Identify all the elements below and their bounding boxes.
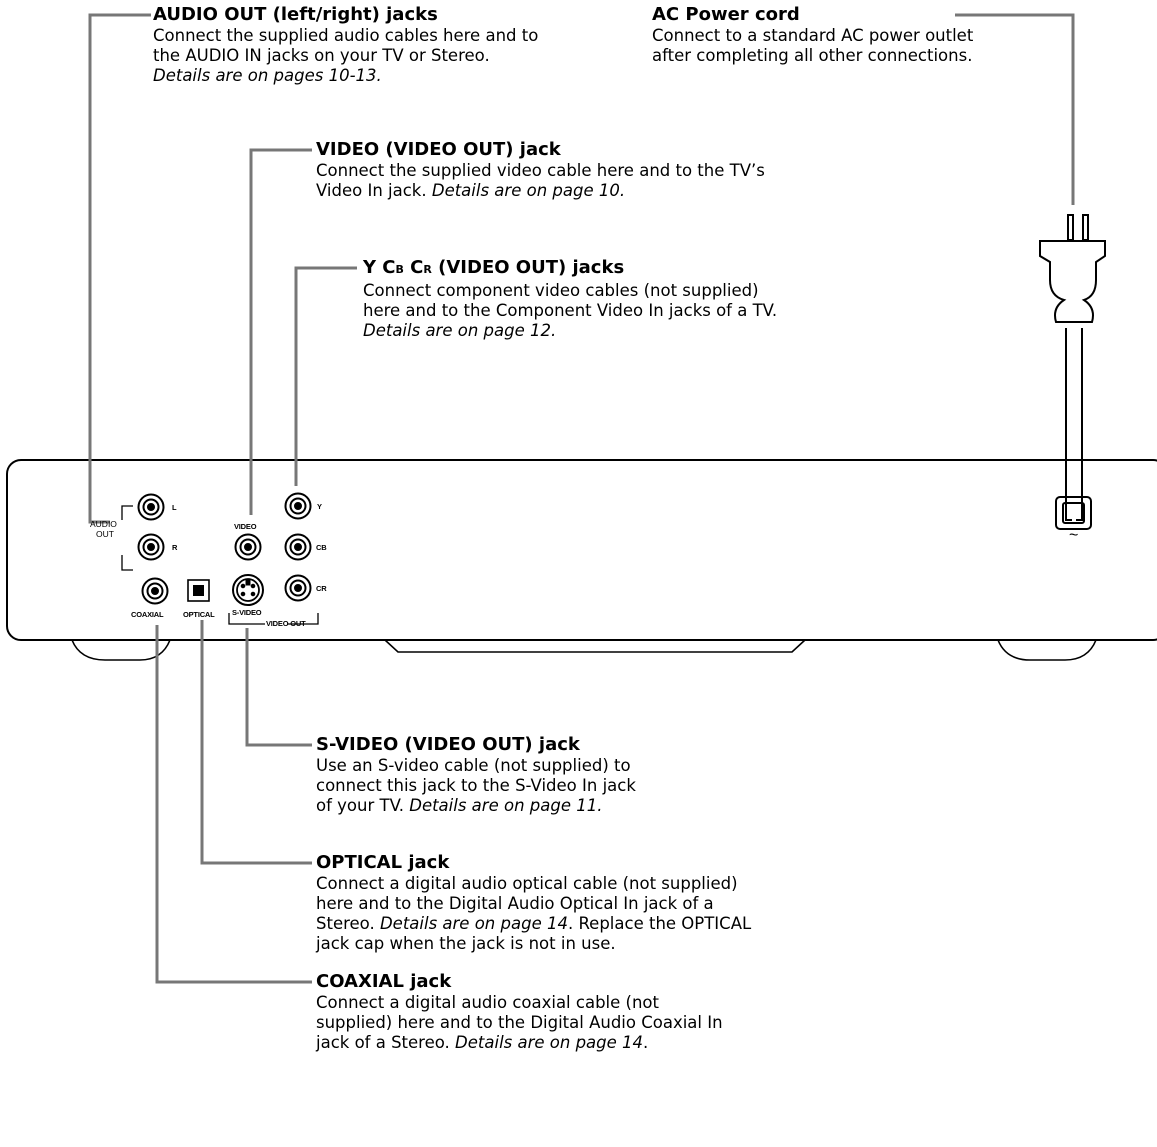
- cb-jack: [284, 533, 312, 561]
- audio-out-bracket-bottom: [121, 555, 133, 571]
- ycbcr-ref: Details are on page 12.: [363, 321, 557, 340]
- center-rail: [384, 639, 806, 653]
- s-video-label: S-VIDEO: [232, 608, 262, 617]
- optical-leader: [200, 620, 312, 865]
- audio-out-callout: AUDIO OUT (left/right) jacks Connect the…: [153, 4, 538, 86]
- svideo-callout: S-VIDEO (VIDEO OUT) jack Use an S-video …: [316, 734, 636, 816]
- cr-label: CR: [316, 584, 327, 593]
- out-label: OUT: [96, 529, 114, 539]
- optical-label: OPTICAL: [183, 610, 215, 619]
- ycbcr-title-r: R: [423, 263, 432, 276]
- svideo-ref: Details are on page 11.: [409, 796, 603, 815]
- svideo-title: S-VIDEO (VIDEO OUT) jack: [316, 734, 580, 755]
- ac-power-title: AC Power cord: [652, 4, 800, 25]
- coaxial-title: COAXIAL jack: [316, 971, 452, 992]
- audio-out-title: AUDIO OUT (left/right) jacks: [153, 4, 438, 25]
- coaxial-jack: [141, 577, 169, 605]
- video-leader: [249, 148, 312, 515]
- video-callout: VIDEO (VIDEO OUT) jack Connect the suppl…: [316, 139, 765, 201]
- video-line2: Video In jack.: [316, 181, 432, 200]
- leader-lines: [88, 13, 1075, 984]
- s-video-jack: [232, 574, 264, 606]
- right-foot: [997, 639, 1097, 661]
- audio-l-jack: [137, 493, 165, 521]
- audio-r-label: R: [172, 543, 178, 552]
- svideo-line1: Use an S-video cable (not supplied) to: [316, 756, 631, 775]
- video-jack: [234, 533, 262, 561]
- video-out-bracket-right: [287, 613, 319, 625]
- audio-r-jack: [137, 533, 165, 561]
- audio-out-bracket-top: [121, 505, 133, 520]
- optical-jack: [187, 579, 210, 602]
- y-label: Y: [317, 502, 322, 511]
- audio-l-label: L: [172, 503, 177, 512]
- audio-label: AUDIO: [90, 519, 117, 529]
- coaxial-ref: Details are on page 14: [455, 1033, 644, 1052]
- svideo-leader: [245, 628, 312, 747]
- ycbcr-callout: Y CB CR (VIDEO OUT) jacks Connect compon…: [363, 257, 777, 341]
- optical-callout: OPTICAL jack Connect a digital audio opt…: [316, 852, 751, 954]
- cb-label: CB: [316, 543, 327, 552]
- cr-jack: [284, 574, 312, 602]
- ac-power-line2: after completing all other connections.: [652, 46, 973, 65]
- video-title: VIDEO (VIDEO OUT) jack: [316, 139, 561, 160]
- audio-out-line1: Connect the supplied audio cables here a…: [153, 26, 539, 45]
- ycbcr-line2: here and to the Component Video In jacks…: [363, 301, 778, 320]
- coaxial-line3b: .: [643, 1033, 649, 1052]
- y-jack: [284, 492, 312, 520]
- coaxial-leader: [155, 625, 312, 984]
- ac-power-leader: [955, 13, 1075, 205]
- coaxial-label: COAXIAL: [131, 610, 164, 619]
- optical-line3a: Stereo.: [316, 914, 380, 933]
- player-chassis: [6, 459, 1157, 641]
- ac-power-callout: AC Power cord Connect to a standard AC p…: [652, 4, 973, 66]
- rca-jacks: [137, 492, 312, 605]
- coaxial-line2: supplied) here and to the Digital Audio …: [316, 1013, 723, 1032]
- video-line1: Connect the supplied video cable here an…: [316, 161, 765, 180]
- coaxial-line1: Connect a digital audio coaxial cable (n…: [316, 993, 659, 1012]
- power-inlet: [1055, 496, 1092, 530]
- video-ref: Details are on page 10.: [431, 181, 626, 200]
- coaxial-line3a: jack of a Stereo.: [316, 1033, 456, 1052]
- ac-symbol: ~: [1069, 527, 1079, 544]
- left-foot: [71, 639, 171, 661]
- ac-power-line1: Connect to a standard AC power outlet: [652, 26, 974, 45]
- video-out-label: VIDEO OUT: [266, 619, 306, 628]
- optical-line2: here and to the Digital Audio Optical In…: [316, 894, 714, 913]
- ycbcr-title-c: C: [403, 257, 424, 278]
- coaxial-callout: COAXIAL jack Connect a digital audio coa…: [316, 971, 723, 1053]
- optical-line3b: . Replace the OPTICAL: [567, 914, 752, 933]
- svideo-line3: of your TV.: [316, 796, 410, 815]
- svideo-line2: connect this jack to the S-Video In jack: [316, 776, 636, 795]
- power-plug: [1039, 214, 1106, 323]
- video-label: VIDEO: [234, 522, 257, 531]
- ycbcr-title-y: Y C: [363, 257, 396, 278]
- ycbcr-line1: Connect component video cables (not supp…: [363, 281, 759, 300]
- audio-out-line2: the AUDIO IN jacks on your TV or Stereo.: [153, 46, 490, 65]
- video-out-bracket: [228, 613, 265, 625]
- ycbcr-title-rest: (VIDEO OUT) jacks: [431, 257, 625, 278]
- ycbcr-leader: [294, 266, 357, 486]
- ycbcr-title-b: B: [395, 263, 404, 276]
- audio-out-leader: [88, 13, 151, 524]
- audio-out-ref: Details are on pages 10-13.: [153, 66, 382, 85]
- optical-title: OPTICAL jack: [316, 852, 450, 873]
- power-cord: [1065, 328, 1083, 521]
- optical-line4: jack cap when the jack is not in use.: [316, 934, 616, 953]
- optical-ref: Details are on page 14: [379, 914, 568, 933]
- optical-line1: Connect a digital audio optical cable (n…: [316, 874, 738, 893]
